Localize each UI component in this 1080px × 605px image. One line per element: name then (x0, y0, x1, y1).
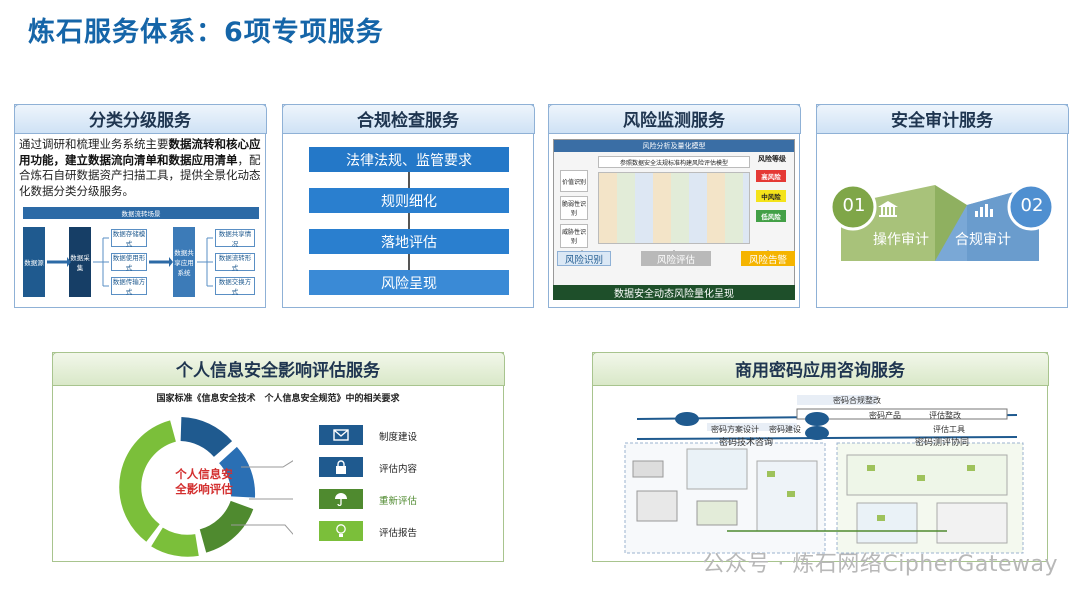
risk-model-title: 参照数据安全法规标准构建风险评估模型 (598, 156, 750, 168)
risk-model-panel: 风险分析及量化模型 参照数据安全法规标准构建风险评估模型 价值识别 脆弱性识别 … (553, 139, 795, 299)
flow-source: 数据源 (23, 227, 45, 297)
assessment-item: 制度建设 (379, 432, 418, 443)
crypto-row1-item: 密码产品 (869, 411, 901, 420)
risk-footer: 数据安全动态风险量化呈现 (553, 285, 795, 300)
compliance-step: 规则细化 (309, 188, 509, 213)
assessment-subtitle: 国家标准《信息安全技术 个人信息安全规范》中的相关要求 (156, 394, 400, 404)
compliance-step: 法律法规、监管要求 (309, 147, 509, 172)
audit-graphic (829, 183, 1055, 261)
flow-arrows (47, 237, 213, 287)
compliance-step: 风险呈现 (309, 270, 509, 295)
bank-icon (878, 201, 898, 217)
lightbulb-icon (319, 521, 363, 541)
crypto-mid-band: 密码建设 (769, 425, 801, 434)
risk-level-mid: 中风险 (756, 190, 786, 202)
risk-matrix (598, 172, 750, 244)
crypto-top-label: 密码合规整改 (833, 396, 881, 405)
compliance-step: 落地评估 (309, 229, 509, 254)
mail-icon (319, 425, 363, 445)
card-title: 合规检查服务 (281, 103, 535, 134)
crypto-section-consult: 密码技术咨询 (719, 438, 774, 448)
risk-panel-title: 风险分析及量化模型 (554, 140, 794, 152)
risk-level-high: 高风险 (756, 170, 786, 182)
lock-icon (319, 457, 363, 477)
step-connector (408, 254, 410, 270)
risk-left-label: 威胁性识别 (560, 224, 588, 248)
assessment-ring (119, 417, 293, 557)
card-classification: 分类分级服务 通过调研和梳理业务系统主要数据流转和核心应用功能，建立数据流向清单… (13, 103, 267, 308)
card-compliance: 合规检查服务 法律法规、监管要求 规则细化 落地评估 风险呈现 (281, 103, 535, 308)
flow-diagram-title: 数据流转场景 (23, 207, 259, 219)
card-risk-monitor: 风险监测服务 风险分析及量化模型 参照数据安全法规标准构建风险评估模型 价值识别… (547, 103, 801, 308)
risk-left-label: 价值识别 (560, 170, 588, 192)
risk-output-identify: 风险识别 (557, 251, 611, 266)
card-crypto-consulting: 商用密码应用咨询服务 密码合规整改 密码产品 评估整改 密码方案设计 密码建设 … (591, 351, 1049, 562)
watermark: 公众号 · 炼石网络CipherGateway (702, 552, 1058, 577)
card-audit: 安全审计服务 01 02 操作审计 合规审计 (815, 103, 1069, 308)
flow-right-item: 数据流转形式 (215, 253, 255, 272)
page-title: 炼石服务体系：6项专项服务 (28, 17, 384, 48)
risk-output-alert: 风险告警 (741, 251, 795, 266)
umbrella-icon (319, 489, 363, 509)
crypto-row1-item: 评估整改 (929, 411, 961, 420)
audit-label-1: 操作审计 (873, 232, 929, 248)
card-title: 个人信息安全影响评估服务 (51, 351, 505, 386)
flow-diagram: 数据流转场景 数据源 数据采集 数据存储模式 数据使用形式 数据传输方式 数据共… (23, 207, 259, 303)
card-title: 安全审计服务 (815, 103, 1069, 134)
flow-mid-item: 数据使用形式 (111, 253, 147, 272)
card-description: 通过调研和梳理业务系统主要数据流转和核心应用功能，建立数据流向清单和数据应用清单… (19, 137, 261, 198)
crypto-right-band: 评估工具 (933, 425, 965, 434)
flow-system: 数据共享应用系统 (173, 227, 195, 297)
step-connector (408, 172, 410, 188)
flow-mid-item: 数据存储模式 (111, 229, 147, 248)
step-connector (408, 213, 410, 229)
flow-collect: 数据采集 (69, 227, 91, 297)
flow-right-item: 数据共享情况 (215, 229, 255, 248)
crypto-left-band: 密码方案设计 (711, 425, 759, 434)
risk-output-assess: 风险评估 (641, 251, 711, 266)
flow-right-item: 数据交换方式 (215, 277, 255, 296)
risk-left-label: 脆弱性识别 (560, 196, 588, 220)
audit-label-2: 合规审计 (955, 232, 1011, 248)
crypto-diagram (624, 395, 1024, 554)
assessment-center-label: 个人信息安全影响评估 (175, 467, 233, 496)
card-title: 风险监测服务 (547, 103, 801, 134)
card-title: 商用密码应用咨询服务 (591, 351, 1049, 386)
flow-mid-item: 数据传输方式 (111, 277, 147, 296)
audit-num-2: 02 (1020, 195, 1044, 216)
audit-num-1: 01 (842, 195, 866, 216)
assessment-item: 评估内容 (379, 464, 418, 475)
assessment-item: 重新评估 (379, 496, 418, 507)
bar-chart-icon (975, 204, 993, 217)
card-title: 分类分级服务 (13, 103, 267, 134)
assessment-item: 评估报告 (379, 528, 418, 539)
crypto-section-testing: 密码测评协同 (915, 438, 970, 448)
risk-level-low: 低风险 (756, 210, 786, 222)
risk-level-title: 风险等级 (758, 155, 786, 163)
card-pi-assessment: 个人信息安全影响评估服务 国家标准《信息安全技术 个人信息安全规范》中的相关要求… (51, 351, 505, 562)
